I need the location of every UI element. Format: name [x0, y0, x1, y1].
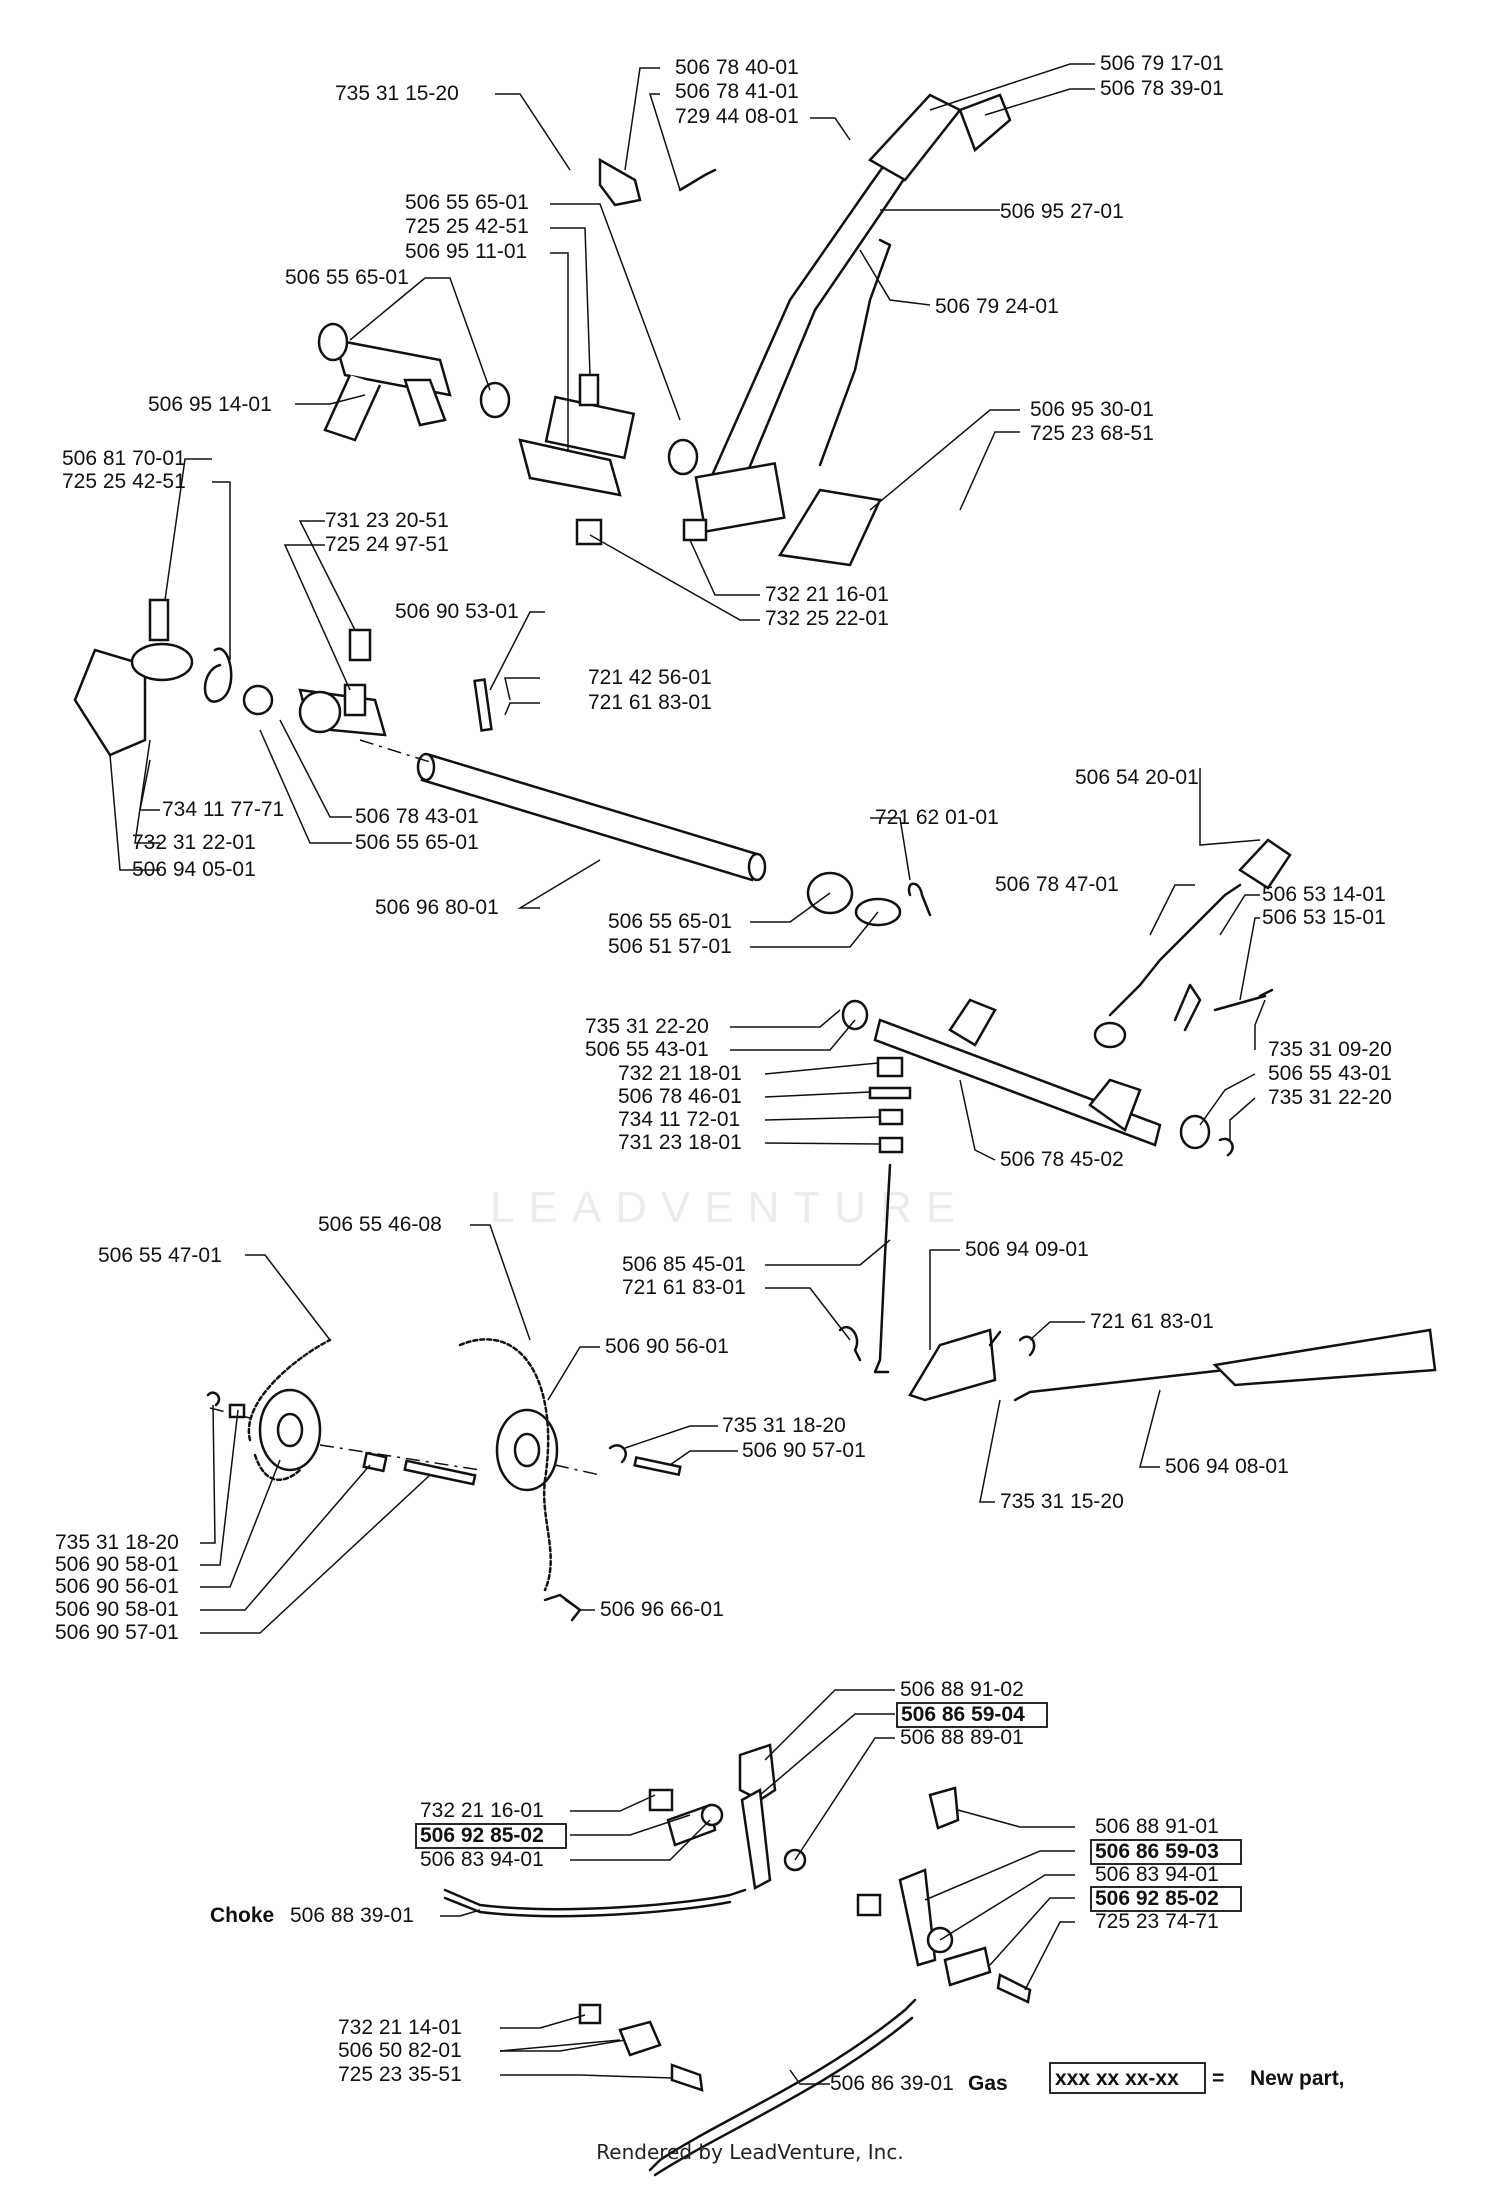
label: 506 78 39-01: [1100, 77, 1224, 100]
label: 506 95 11-01: [405, 240, 527, 263]
legend-equals: =: [1212, 2067, 1224, 2090]
label: 506 55 65-01: [405, 191, 529, 214]
label: 731 23 20-51: [325, 509, 449, 532]
label: 725 25 42-51: [62, 470, 186, 493]
label: 735 31 18-20: [722, 1414, 846, 1437]
label: 506 55 43-01: [1268, 1062, 1392, 1085]
label: 506 88 89-01: [900, 1726, 1024, 1749]
label: 506 88 91-02: [900, 1678, 1024, 1701]
label: 734 11 77-71: [162, 798, 284, 821]
label: 506 90 58-01: [55, 1598, 179, 1621]
gas-label: Gas: [968, 2072, 1008, 2095]
label: 735 31 15-20: [335, 82, 459, 105]
label: 506 55 46-08: [318, 1213, 442, 1236]
legend-text: New part,: [1250, 2067, 1345, 2090]
label: 506 88 91-01: [1095, 1815, 1219, 1838]
label: 725 23 35-51: [338, 2063, 462, 2086]
label: 735 31 09-20: [1268, 1038, 1392, 1061]
label: 735 31 15-20: [1000, 1490, 1124, 1513]
label: 506 90 56-01: [55, 1575, 179, 1598]
label: 506 53 15-01: [1262, 906, 1386, 929]
footer-credit: Rendered by LeadVenture, Inc.: [596, 2140, 904, 2164]
legend-sample: xxx xx xx-xx: [1055, 2067, 1179, 2090]
label: 721 61 83-01: [622, 1276, 746, 1299]
label: 506 83 94-01: [420, 1848, 544, 1871]
choke-label: Choke: [210, 1904, 274, 1927]
label: 732 21 18-01: [618, 1062, 742, 1085]
label: 721 61 83-01: [588, 691, 712, 714]
label: 506 53 14-01: [1262, 883, 1386, 906]
parts-artwork: [73, 93, 1437, 2177]
label: 506 79 17-01: [1100, 52, 1224, 75]
label: 506 90 57-01: [742, 1439, 866, 1462]
label: 506 79 24-01: [935, 295, 1059, 318]
label: 506 90 53-01: [395, 600, 519, 623]
label: 506 86 39-01: [830, 2072, 954, 2095]
label: 506 85 45-01: [622, 1253, 746, 1276]
label: 732 21 16-01: [765, 583, 889, 606]
label: 506 95 27-01: [1000, 200, 1124, 223]
label: 732 21 14-01: [338, 2016, 462, 2039]
label-new-part: 506 86 59-03: [1095, 1840, 1219, 1863]
label: 506 90 56-01: [605, 1335, 729, 1358]
label: 506 55 43-01: [585, 1038, 709, 1061]
label: 731 23 18-01: [618, 1131, 742, 1154]
label: 721 42 56-01: [588, 666, 712, 689]
label: 506 78 43-01: [355, 805, 479, 828]
label-new-part: 506 92 85-02: [420, 1824, 544, 1847]
label: 506 88 39-01: [290, 1904, 414, 1927]
label: 506 78 46-01: [618, 1085, 742, 1108]
legend: xxx xx xx-xx = New part,: [1049, 2062, 1345, 2094]
label: 506 78 41-01: [675, 80, 799, 103]
label: 506 90 58-01: [55, 1553, 179, 1576]
label: 732 31 22-01: [132, 831, 256, 854]
new-part-box: [1090, 1886, 1242, 1912]
label: 506 55 65-01: [285, 266, 409, 289]
label: 506 54 20-01: [1075, 766, 1199, 789]
label: 506 94 09-01: [965, 1238, 1089, 1261]
new-part-box: [1090, 1839, 1242, 1865]
part-labels: 735 31 15-20 506 78 40-01 506 78 41-01 7…: [55, 52, 1392, 2095]
label: 735 31 22-20: [1268, 1086, 1392, 1109]
legend-sample-box: [1049, 2062, 1206, 2094]
new-part-box: [896, 1702, 1048, 1728]
label: 735 31 22-20: [585, 1015, 709, 1038]
label: 506 81 70-01: [62, 447, 186, 470]
label: 721 62 01-01: [875, 806, 999, 829]
label: 506 78 40-01: [675, 56, 799, 79]
label: 725 25 42-51: [405, 215, 529, 238]
label: 735 31 18-20: [55, 1531, 179, 1554]
watermark-text: LEADVENTURE: [490, 1183, 969, 1232]
label: 506 95 30-01: [1030, 398, 1154, 421]
label: 725 23 68-51: [1030, 422, 1154, 445]
label: 506 78 45-02: [1000, 1148, 1124, 1171]
new-part-box: [415, 1823, 567, 1849]
label: 721 61 83-01: [1090, 1310, 1214, 1333]
label: 725 24 97-51: [325, 533, 449, 556]
label: 506 90 57-01: [55, 1621, 179, 1644]
label: 506 50 82-01: [338, 2039, 462, 2062]
label: 506 96 66-01: [600, 1598, 724, 1621]
label-new-part: 506 92 85-02: [1095, 1887, 1219, 1910]
label: 506 83 94-01: [1095, 1863, 1219, 1886]
leader-lines: [109, 63, 1266, 2085]
label: 506 96 80-01: [375, 896, 499, 919]
label: 506 95 14-01: [148, 393, 272, 416]
label: 506 55 65-01: [608, 910, 732, 933]
label: 729 44 08-01: [675, 105, 799, 128]
label: 506 55 65-01: [355, 831, 479, 854]
label: 732 21 16-01: [420, 1799, 544, 1822]
label: 732 25 22-01: [765, 607, 889, 630]
label-new-part: 506 86 59-04: [901, 1703, 1025, 1726]
label: 506 94 05-01: [132, 858, 256, 881]
label: 506 94 08-01: [1165, 1455, 1289, 1478]
label: 725 23 74-71: [1095, 1910, 1219, 1933]
label: 506 55 47-01: [98, 1244, 222, 1267]
label: 734 11 72-01: [618, 1108, 740, 1131]
label: 506 51 57-01: [608, 935, 732, 958]
label: 506 78 47-01: [995, 873, 1119, 896]
